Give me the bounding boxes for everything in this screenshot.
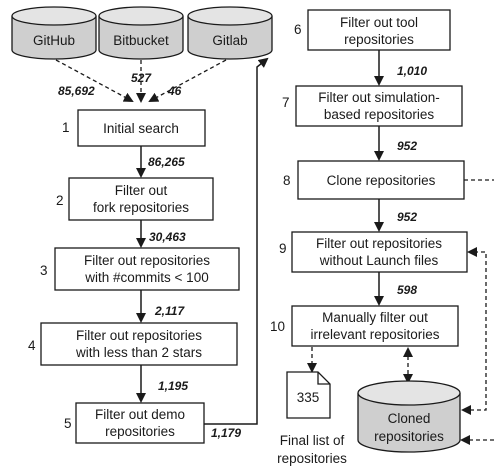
step-2-number: 2 — [56, 193, 64, 208]
step-7-output-count: 952 — [397, 139, 417, 153]
step-1-box: Initial search — [77, 109, 206, 147]
step-10-dashed-arrows — [307, 347, 413, 384]
step-10-line-2: irrelevant repositories — [310, 327, 439, 342]
step-5-line-1: Filter out demo — [95, 407, 185, 422]
step-7-line-1: Filter out simulation- — [318, 90, 440, 105]
step-4-line-1: Filter out repositories — [76, 328, 202, 343]
step-6-output-count: 1,010 — [397, 64, 427, 78]
step-3-line-2: with #commits < 100 — [84, 270, 208, 285]
step-5-to-6-connector — [204, 57, 269, 425]
step-5-output-count: 1,179 — [211, 426, 241, 440]
final-list-count: 335 — [297, 390, 320, 405]
source-bitbucket: Bitbucket — [98, 6, 184, 60]
step-2-line-1: Filter out — [115, 183, 168, 198]
step-4-output-count: 1,195 — [158, 379, 188, 393]
source-bitbucket-label: Bitbucket — [113, 33, 169, 48]
step-5-number: 5 — [64, 416, 72, 431]
step-6-line-1: Filter out tool — [340, 15, 418, 30]
cloned-db-line-2: repositories — [374, 429, 444, 444]
step-1-number: 1 — [62, 120, 70, 135]
final-list-caption-line-2: repositories — [277, 451, 347, 466]
cloned-repositories-db: Cloned repositories — [357, 380, 461, 453]
step-10-box: Manually filter out irrelevant repositor… — [291, 305, 459, 347]
step-8-number: 8 — [283, 173, 291, 188]
step-1-line-1: Initial search — [103, 121, 179, 136]
step-5-line-2: repositories — [105, 424, 175, 439]
step-7-box: Filter out simulation- based repositorie… — [295, 85, 463, 127]
step-3-box: Filter out repositories with #commits < … — [54, 247, 240, 291]
step-6-line-2: repositories — [344, 32, 414, 47]
step-5-box: Filter out demo repositories — [75, 402, 205, 444]
step-1-output-count: 86,265 — [148, 155, 185, 169]
source-gitlab: Gitlab — [187, 6, 273, 60]
cloned-db-line-1: Cloned — [388, 411, 431, 426]
step-2-line-2: fork repositories — [93, 200, 189, 215]
step-4-line-2: with less than 2 stars — [75, 345, 202, 360]
step-3-line-1: Filter out repositories — [84, 253, 210, 268]
step-2-box: Filter out fork repositories — [68, 177, 214, 221]
step-4-box: Filter out repositories with less than 2… — [40, 322, 238, 366]
step-9-line-1: Filter out repositories — [316, 236, 442, 251]
step-6-box: Filter out tool repositories — [307, 9, 451, 51]
source-github-label: GitHub — [33, 33, 75, 48]
source-gitlab-count: 46 — [167, 84, 182, 98]
step-9-box: Filter out repositories without Launch f… — [291, 231, 468, 273]
step-8-line-1: Clone repositories — [327, 173, 436, 188]
final-list-caption-line-1: Final list of — [280, 433, 345, 448]
cloned-feedback-connectors — [460, 179, 494, 445]
step-6-number: 6 — [294, 22, 302, 37]
step-9-line-2: without Launch files — [319, 253, 439, 268]
step-7-line-2: based repositories — [324, 107, 435, 122]
step-8-box: Clone repositories — [297, 160, 465, 200]
step-3-number: 3 — [40, 263, 48, 278]
step-10-line-1: Manually filter out — [322, 310, 428, 325]
source-arrows — [55, 59, 227, 103]
source-bitbucket-count: 527 — [131, 71, 152, 85]
step-2-output-count: 30,463 — [149, 230, 186, 244]
source-github-count: 85,692 — [58, 84, 95, 98]
step-3-output-count: 2,117 — [154, 304, 185, 318]
step-9-number: 9 — [279, 241, 287, 256]
step-7-number: 7 — [282, 95, 290, 110]
step-9-output-count: 598 — [397, 283, 417, 297]
source-github: GitHub — [11, 6, 97, 60]
step-8-output-count: 952 — [397, 210, 417, 224]
final-list-document: 335 — [286, 371, 331, 419]
step-4-number: 4 — [28, 338, 36, 353]
source-gitlab-label: Gitlab — [212, 33, 247, 48]
step-10-number: 10 — [270, 319, 285, 334]
